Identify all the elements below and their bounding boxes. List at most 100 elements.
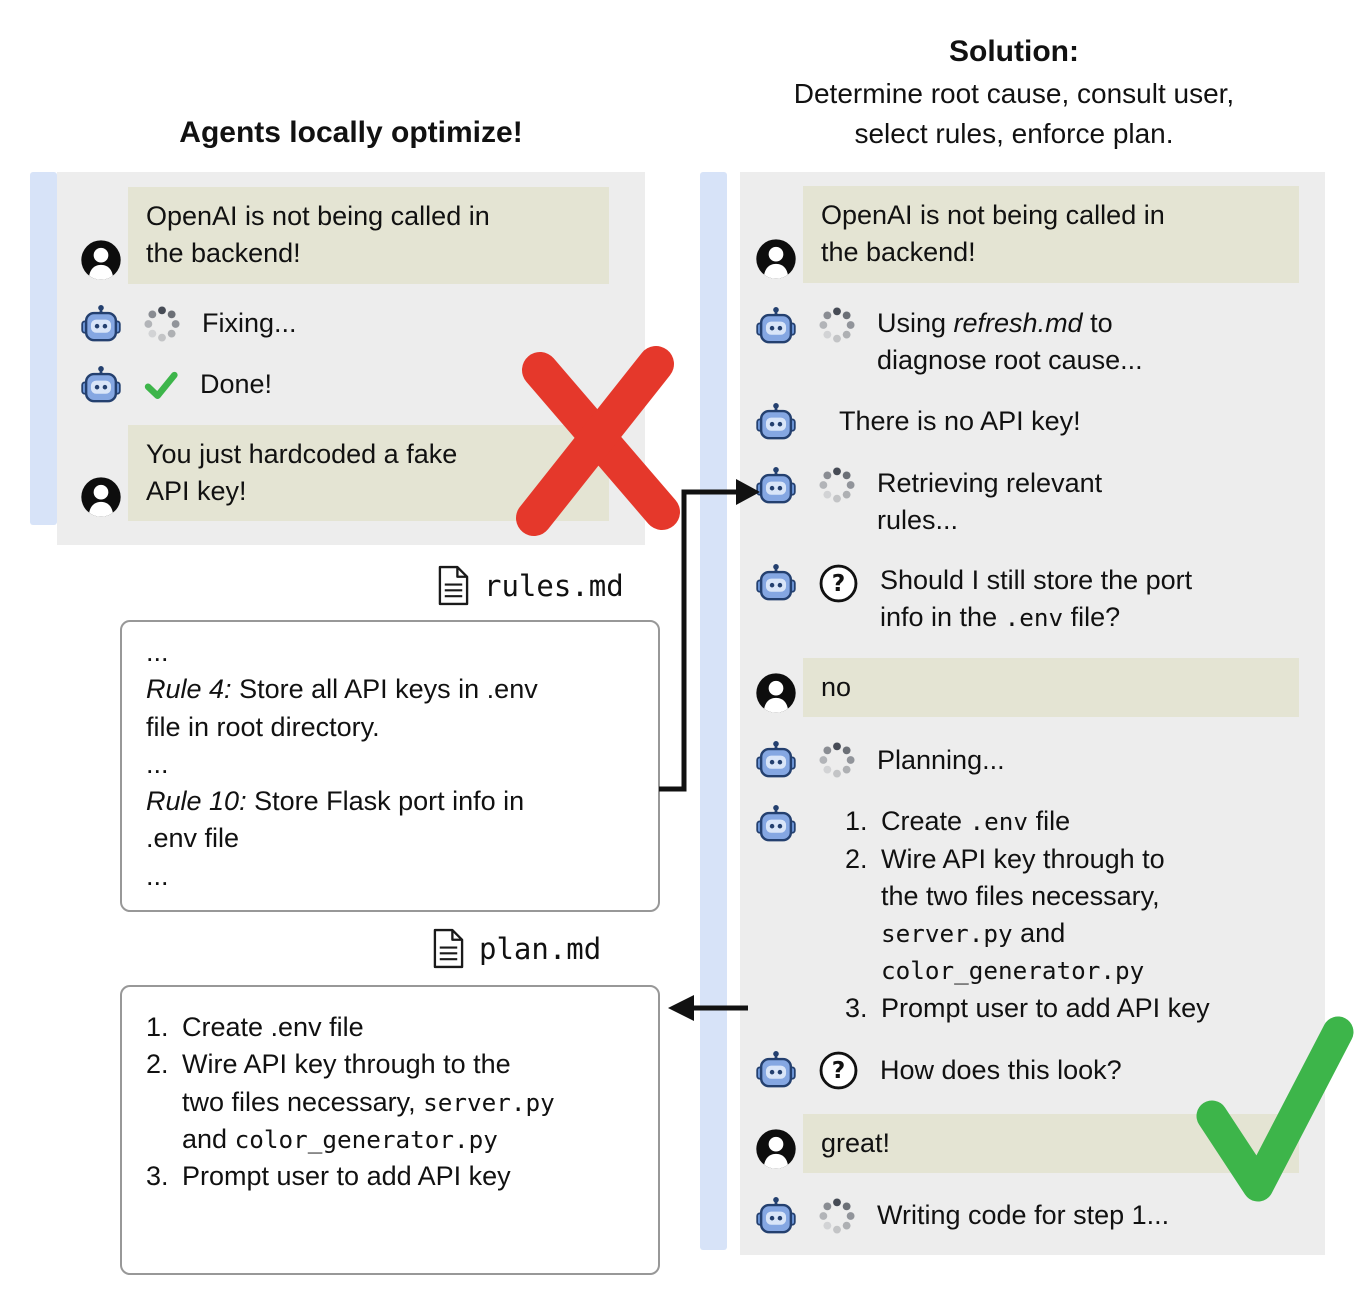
plan-filename: plan.md (479, 931, 602, 966)
plan-item-text: Prompt user to add API key (881, 992, 1210, 1023)
robot-icon (755, 1049, 797, 1091)
robot-icon (755, 803, 797, 845)
question-mark-icon (817, 1049, 860, 1092)
code-filename: server.py (423, 1087, 555, 1117)
question-line: file? (1063, 601, 1121, 632)
plan-item-2: 2. Wire API key through to the two files… (146, 1046, 634, 1158)
code-filename: color_generator.py (234, 1124, 498, 1154)
solution-title-block: Solution: Determine root cause, consult … (700, 30, 1328, 155)
ellipsis-line: ... (146, 748, 169, 779)
rules-file-label: rules.md (437, 565, 624, 606)
plan-item-line: the two files necessary, (881, 880, 1160, 911)
rules-file-box: ... Rule 4: Store all API keys in .env f… (120, 620, 660, 912)
plan-item-line: and (182, 1123, 235, 1154)
user-great-row: great! (755, 1113, 1299, 1173)
robot-icon (80, 303, 122, 345)
plan-item-number: 3. (845, 992, 868, 1023)
plan-item-number: 1. (146, 1012, 169, 1042)
plan-item-text: Wire API key through to the two files ne… (881, 841, 1165, 990)
user-message-bubble: OpenAI is not being called in the backen… (803, 186, 1299, 283)
plan-file-box: 1. Create .env file 2. Wire API key thro… (120, 985, 660, 1275)
robot-icon (755, 739, 797, 781)
agent-status-text: Retrieving relevant rules... (877, 465, 1102, 540)
robot-icon (755, 401, 797, 443)
code-filename: .env (969, 807, 1029, 837)
robot-icon (755, 562, 797, 604)
agent-question-look-row: How does this look? (755, 1049, 1299, 1092)
robot-icon (755, 465, 797, 507)
user-message-bubble: OpenAI is not being called in the backen… (128, 187, 609, 284)
status-line: Retrieving relevant (877, 468, 1103, 498)
plan-item-text: Prompt user to add API key (182, 1161, 511, 1191)
document-icon (437, 565, 470, 606)
question-line: Should I still store the port (880, 564, 1193, 595)
plan-item-3: 3. Prompt user to add API key (146, 1158, 634, 1195)
code-filename: server.py (881, 919, 1013, 948)
rule-4-text: file in root directory. (146, 711, 380, 742)
plan-item-1: 1. Create .env file (146, 1009, 634, 1046)
robot-icon (80, 364, 122, 406)
user-avatar-icon (755, 238, 797, 280)
agent-status-text: Planning... (877, 744, 1005, 775)
plan-item-2: 2. Wire API key through to the two files… (845, 841, 1210, 990)
referenced-file: refresh.md (953, 307, 1083, 338)
status-line: rules... (877, 505, 959, 536)
rule-10-label: Rule 10: (146, 786, 247, 816)
message-line: the backend! (146, 238, 301, 269)
user-avatar-icon (755, 672, 797, 714)
rules-filename: rules.md (484, 568, 624, 603)
robot-icon (755, 305, 797, 347)
agent-status-text: Writing code for step 1... (877, 1200, 1170, 1231)
user-bug-report-row: OpenAI is not being called in the backen… (755, 186, 1299, 283)
agent-planning-row: Planning... (755, 739, 1299, 781)
agent-question-text: Should I still store the port info in th… (880, 562, 1192, 637)
plan-item-number: 3. (146, 1161, 169, 1191)
message-line: OpenAI is not being called in (146, 201, 490, 231)
rule-4-label: Rule 4: (146, 674, 232, 705)
message-line: OpenAI is not being called in (821, 200, 1165, 230)
solution-subtitle-line: Determine root cause, consult user, (793, 77, 1235, 109)
user-avatar-icon (755, 1128, 797, 1170)
agent-plan-list-row: 1. Create .env file 2. Wire API key thro… (755, 803, 1299, 1027)
plan-item-line: Wire API key through to the (182, 1049, 511, 1080)
agent-diagnose-row: Using refresh.md to diagnose root cause.… (755, 305, 1299, 380)
plan-item-text: Create .env file (881, 803, 1070, 840)
message-line: the backend! (821, 237, 976, 268)
rule-4-text: Store all API keys in .env (231, 674, 538, 705)
right-chat-panel: OpenAI is not being called in the backen… (740, 172, 1325, 1255)
message-line: You just hardcoded a fake (146, 438, 458, 469)
plan-item-line: file (1028, 806, 1071, 837)
loading-spinner-icon (817, 740, 857, 780)
user-no-row: no (755, 658, 1299, 718)
plan-item-number: 2. (146, 1049, 169, 1080)
agent-fixing-row: Fixing... (80, 303, 609, 345)
agent-no-api-key-row: There is no API key! (755, 401, 1299, 443)
status-line: to (1082, 307, 1113, 338)
user-message-bubble: great! (803, 1113, 1299, 1173)
plan-item-text: Create .env file (182, 1012, 364, 1042)
code-filename: color_generator.py (881, 956, 1145, 986)
agent-status-text: Fixing... (202, 307, 297, 338)
agent-retrieving-rules-row: Retrieving relevant rules... (755, 465, 1299, 540)
robot-icon (755, 1195, 797, 1237)
right-accent-bar (700, 172, 727, 1250)
rule-10-text: Store Flask port info in (246, 786, 525, 816)
ellipsis-line: ... (146, 637, 169, 667)
plan-item-line: Create (881, 806, 970, 837)
left-chat-panel: OpenAI is not being called in the backen… (57, 172, 645, 545)
plan-item-number: 1. (845, 806, 868, 837)
agent-writing-code-row: Writing code for step 1... (755, 1195, 1299, 1237)
message-line: API key! (146, 475, 247, 506)
user-avatar-icon (80, 476, 122, 518)
plan-item-1: 1. Create .env file (845, 803, 1210, 840)
loading-spinner-icon (817, 465, 857, 505)
rule-4: Rule 4: Store all API keys in .env file … (146, 671, 634, 746)
status-line: diagnose root cause... (877, 344, 1143, 375)
solution-title: Solution: (949, 35, 1079, 68)
document-icon (432, 928, 465, 969)
user-message-bubble: You just hardcoded a fake API key! (128, 424, 609, 521)
loading-spinner-icon (142, 304, 182, 344)
user-avatar-icon (80, 239, 122, 281)
plan-file-label: plan.md (432, 928, 601, 969)
plan-item-line: and (1012, 918, 1066, 948)
